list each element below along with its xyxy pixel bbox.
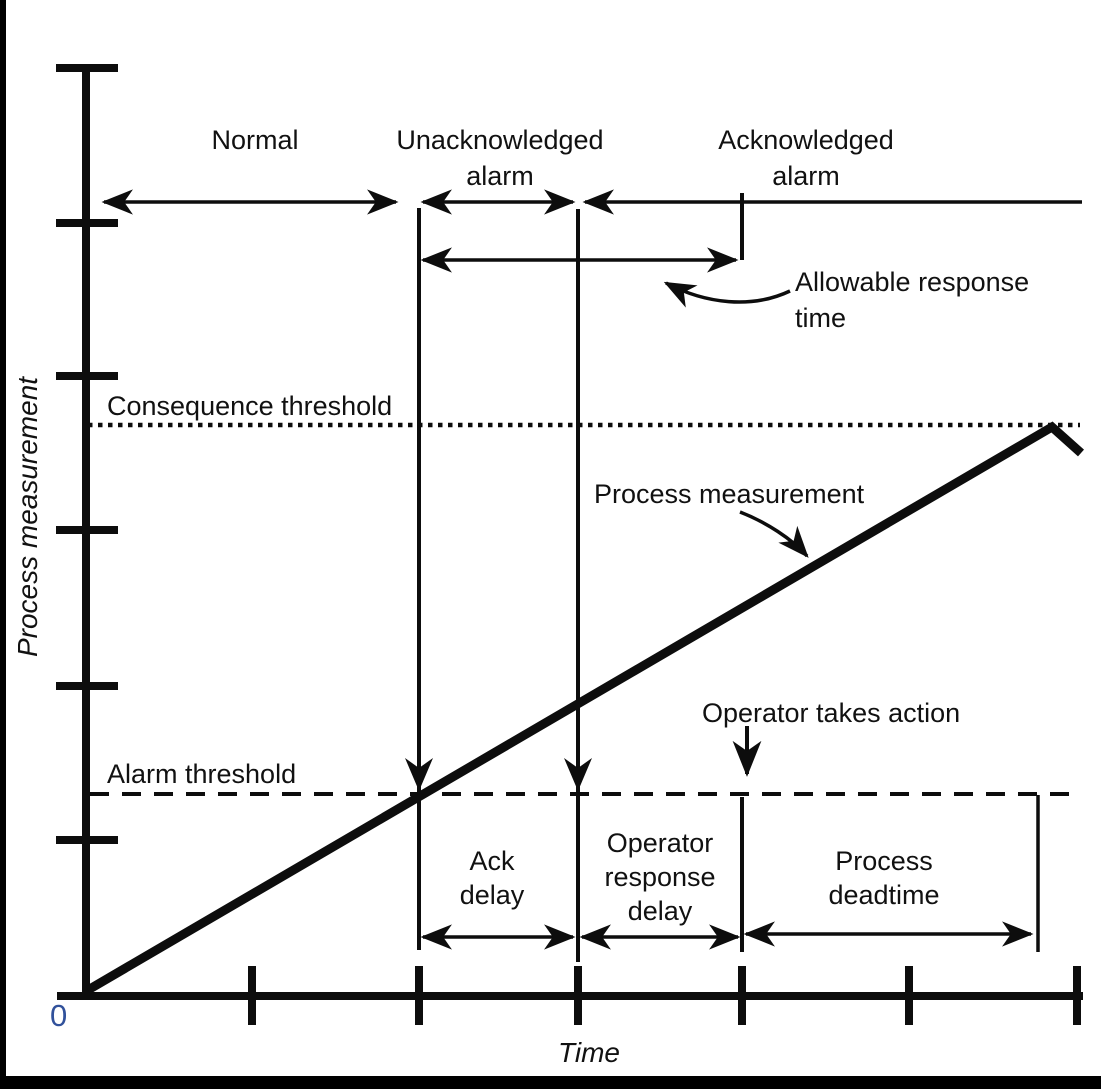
phase-label-acknowledged-line2: alarm bbox=[772, 161, 840, 191]
ack-delay-line1: Ack bbox=[469, 846, 515, 876]
phase-label-normal: Normal bbox=[211, 125, 299, 155]
consequence-threshold-label: Consequence threshold bbox=[107, 391, 393, 421]
process-deadtime-label: Process deadtime bbox=[800, 844, 968, 912]
operator-response-delay-line1: Operator bbox=[606, 828, 714, 858]
process-measurement-curve-arrow bbox=[739, 510, 809, 558]
operator-response-delay-line2: response bbox=[604, 862, 716, 892]
left-border bbox=[0, 0, 6, 1089]
phase-label-acknowledged-alarm: Acknowledged alarm bbox=[694, 122, 918, 194]
phase-label-unacknowledged-line1: Unacknowledged bbox=[396, 125, 604, 155]
alarm-threshold-label: Alarm threshold bbox=[107, 759, 297, 789]
alarm-crossing-arrowhead bbox=[405, 758, 433, 791]
operator-takes-action-label: Operator takes action bbox=[702, 698, 961, 728]
bottom-border bbox=[0, 1076, 1101, 1089]
operator-response-delay-line3: delay bbox=[627, 896, 693, 926]
phase-label-acknowledged-line1: Acknowledged bbox=[718, 125, 894, 155]
ack-delay-label: Ack delay bbox=[432, 844, 552, 912]
allowable-response-time-line1: Allowable response bbox=[795, 267, 1030, 297]
ack-delay-line2: delay bbox=[459, 880, 525, 910]
allowable-response-time-line2: time bbox=[795, 303, 847, 333]
operator-response-delay-label: Operator response delay bbox=[588, 826, 732, 928]
process-measurement-label: Process measurement bbox=[594, 479, 865, 509]
process-deadtime-line2: deadtime bbox=[828, 880, 940, 910]
x-axis-label: Time bbox=[558, 1037, 620, 1068]
phase-label-unacknowledged-alarm: Unacknowledged alarm bbox=[388, 122, 612, 194]
process-deadtime-line1: Process bbox=[835, 846, 933, 876]
ack-crossing-arrowhead bbox=[564, 758, 592, 791]
allowable-response-time-label: Allowable response time bbox=[795, 264, 1029, 336]
origin-label: 0 bbox=[50, 998, 68, 1033]
y-axis bbox=[56, 64, 118, 996]
delay-arrows bbox=[420, 921, 1034, 950]
phase-arrows bbox=[101, 189, 1082, 273]
phase-label-unacknowledged-line2: alarm bbox=[466, 161, 534, 191]
y-axis-label: Process measurement bbox=[12, 376, 43, 658]
event-lines bbox=[417, 193, 1040, 962]
x-axis bbox=[57, 966, 1083, 1025]
allowable-response-curve-arrow bbox=[663, 281, 791, 308]
